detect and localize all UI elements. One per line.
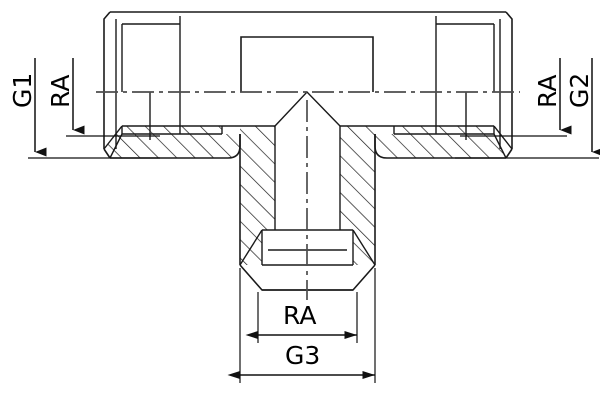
dimension-ra-bottom [245, 292, 358, 343]
hatched-region-left [104, 126, 240, 158]
dimension-ra-right [460, 58, 572, 137]
label-g3: G3 [285, 341, 321, 370]
label-ra-left: RA [46, 74, 75, 108]
top-recess-rectangle [240, 36, 374, 92]
drawing-linework [28, 11, 600, 383]
label-ra-bottom: RA [283, 301, 317, 330]
dimension-g2 [455, 58, 600, 159]
dimension-g1 [28, 58, 160, 159]
centerlines [96, 91, 520, 300]
hatched-region-right [375, 126, 512, 158]
label-ra-right: RA [533, 74, 562, 108]
hatched-region-left-wall [240, 126, 275, 265]
label-g2: G2 [565, 72, 594, 108]
dimension-ra-left [66, 58, 160, 137]
dimension-g3 [227, 268, 376, 383]
label-g1: G1 [8, 72, 37, 108]
hatched-region-right-wall [340, 126, 375, 265]
